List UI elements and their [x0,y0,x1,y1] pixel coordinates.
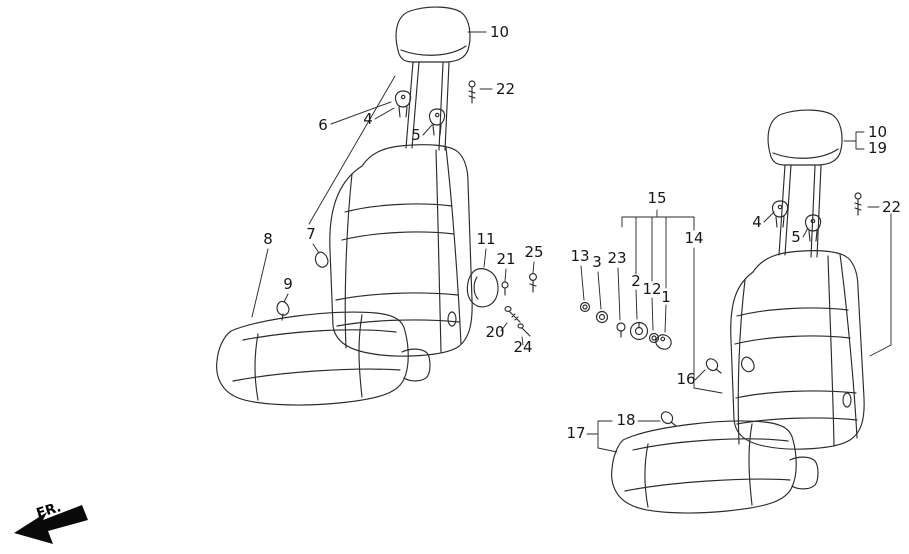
callout-middle-15: 15 [647,189,666,207]
left-headrest [395,6,471,63]
callout-left-6: 6 [318,116,328,134]
callout-middle-13: 13 [570,247,589,265]
left-leaders [251,31,535,346]
left-seat-cushion-seams [232,314,431,401]
tapping-screw-b [517,323,531,337]
right-headrest-screw [854,192,862,216]
left-seat-back-seams [335,147,462,353]
fr-direction-indicator: FR. [14,499,88,544]
washer-part [579,301,591,313]
right-seat-back-outline [730,250,865,450]
fr-arrow-icon [14,505,88,544]
callout-labels: 10 22 6 4 5 7 8 9 11 21 25 20 24 15 14 1… [263,23,901,442]
right-seat-assembly [611,109,865,514]
left-seat-cushion-outline [216,311,409,406]
tapping-screw-a [504,306,521,323]
callout-middle-1: 1 [661,288,671,306]
left-headrest-guides [394,90,446,136]
middle-leaders [580,209,723,394]
small-bolt-part [529,273,537,293]
callout-left-9: 9 [283,275,293,293]
callout-left-21: 21 [496,250,515,268]
left-headrest-stays [405,61,450,151]
recline-lever-knob [466,268,499,308]
callout-left-10: 10 [490,23,509,41]
left-back-clip [314,251,329,268]
small-button-part [501,281,509,296]
lever-handle-part [655,334,672,350]
callout-left-11: 11 [476,230,495,248]
callout-right-18: 18 [616,411,635,429]
left-seat-back-outline [329,144,473,357]
callout-middle-3: 3 [592,253,602,271]
right-cushion-clip [660,411,677,427]
callout-left-8: 8 [263,230,273,248]
callout-left-5: 5 [411,126,421,144]
callout-left-4: 4 [363,110,373,128]
recliner-knob-part [629,321,649,340]
callout-right-19: 19 [868,139,887,157]
right-back-latch [740,356,755,373]
grommet-part [595,311,609,323]
callout-left-24: 24 [513,338,532,356]
callout-left-22: 22 [496,80,515,98]
right-leaders [586,131,892,453]
right-headrest-guides [771,200,822,242]
callout-left-7: 7 [306,225,316,243]
callout-middle-16: 16 [676,370,695,388]
right-seat-cushion-outline [611,420,797,514]
callout-middle-14: 14 [684,229,703,247]
fr-label: FR. [34,499,63,522]
right-headrest-stays [778,164,822,258]
callout-right-10: 10 [868,123,887,141]
left-headrest-screw [468,80,476,104]
right-seat-cushion-seams [624,423,819,508]
callout-left-20: 20 [485,323,504,341]
middle-parts-cluster [579,301,722,374]
callout-right-4: 4 [752,213,762,231]
callout-right-22: 22 [882,198,901,216]
callout-middle-12: 12 [642,280,661,298]
callout-middle-2: 2 [631,272,641,290]
callout-left-25: 25 [524,243,543,261]
left-cushion-hook [276,300,290,321]
bush-part [616,322,626,338]
callout-right-17: 17 [566,424,585,442]
back-edge-clip [705,358,722,374]
spring-washer-part [648,332,660,344]
right-seat-back-seams [734,253,858,447]
right-headrest [767,109,843,166]
left-seat-assembly [216,6,537,406]
leader-lines [251,31,892,453]
callout-right-5: 5 [791,228,801,246]
callout-middle-23: 23 [607,249,626,267]
